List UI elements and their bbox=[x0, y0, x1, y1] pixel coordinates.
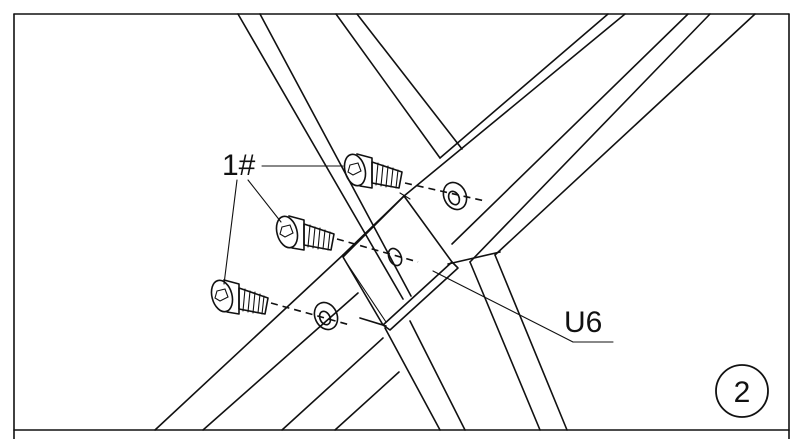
u6-bracket bbox=[342, 192, 459, 331]
frame-tube-vertical bbox=[237, 13, 568, 431]
screw-middle bbox=[275, 215, 335, 251]
screw-top bbox=[343, 153, 403, 189]
washer-top bbox=[442, 181, 468, 211]
bracket-callout-label: U6 bbox=[564, 306, 602, 339]
step-number-badge: 2 bbox=[715, 364, 769, 418]
step-number: 2 bbox=[734, 376, 751, 409]
screw-leaders bbox=[223, 165, 344, 285]
frame-tube-diagonal bbox=[154, 13, 756, 431]
assembly-axes bbox=[270, 182, 486, 326]
bracket-leader bbox=[432, 270, 614, 343]
washer-bottom bbox=[313, 301, 339, 331]
screw-callout-label: 1# bbox=[222, 149, 256, 182]
screw-bottom bbox=[210, 279, 269, 315]
drawing-frame bbox=[13, 13, 790, 439]
